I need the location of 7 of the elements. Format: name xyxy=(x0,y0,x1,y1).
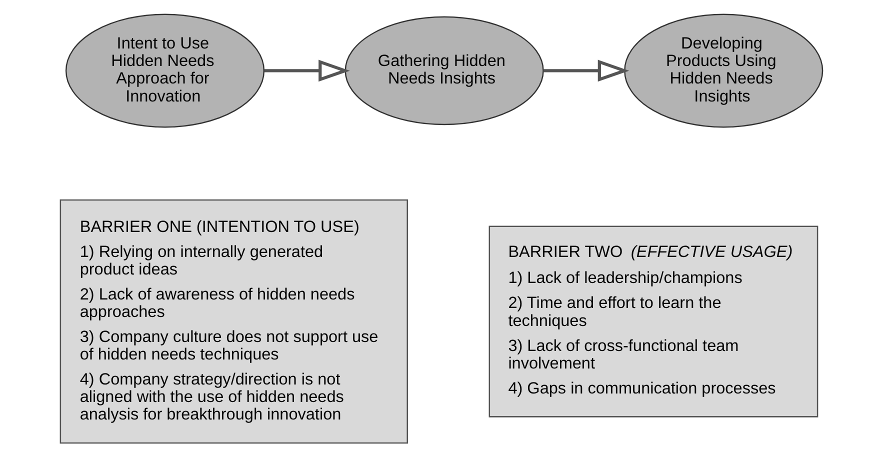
arrow xyxy=(264,59,350,82)
node-ellipse: Developing Products Using Hidden Needs Insights xyxy=(624,13,823,128)
node-box: BARRIER ONE (INTENTION TO USE) 1) Relying on internally generated product ideas 2) Lack of awareness of hidden needs approaches 3) Company culture does not support use of hidden needs techniques 4) Company strategy/direction is not aligned with the use of hidden needs analysis for breakthrough innovation xyxy=(59,198,408,444)
arrow xyxy=(543,59,629,82)
node-ellipse: Intent to Use Hidden Needs Approach for Innovation xyxy=(64,13,264,128)
node-box: BARRIER TWO (EFFECTIVE USAGE) 1) Lack of leadership/champions 2) Time and effort to learn the techniques 3) Lack of cross-functional team involvement 4) Gaps in communication processes xyxy=(488,225,818,417)
node-ellipse: Gathering Hidden Needs Insights xyxy=(344,16,544,125)
